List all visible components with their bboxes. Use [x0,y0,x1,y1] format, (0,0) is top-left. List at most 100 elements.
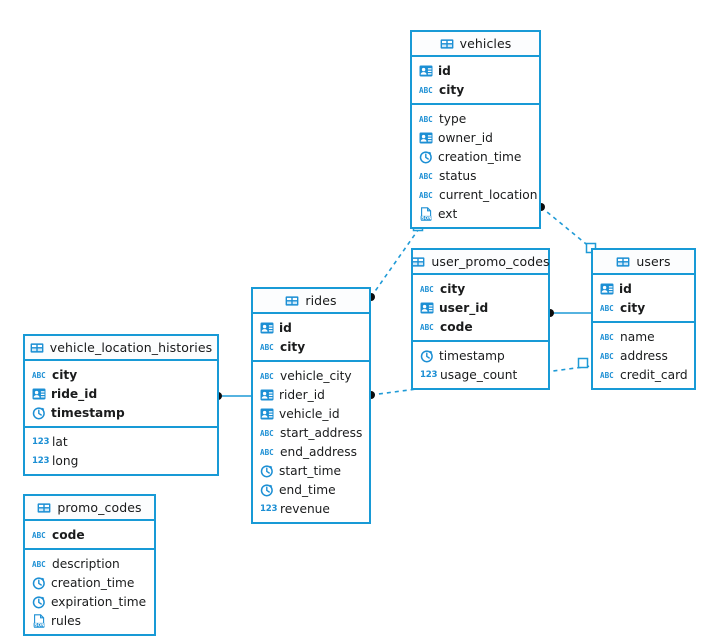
json-file-icon: JSON [32,613,46,628]
field-row[interactable]: expiration_time [25,592,154,611]
field-row[interactable]: rider_id [253,385,369,404]
table-title: user_promo_codes [431,254,550,269]
svg-text:JSON: JSON [32,622,45,627]
abc-string-icon: ABC [260,428,274,438]
field-row[interactable]: id [412,61,539,80]
field-row[interactable]: id [593,279,694,298]
relationship-target-square [577,357,589,369]
field-row[interactable]: ABC start_address [253,423,369,442]
field-name: id [438,63,451,78]
id-card-icon [419,64,433,78]
table-header-promo_codes[interactable]: promo_codes [25,496,154,521]
field-row[interactable]: owner_id [412,128,539,147]
field-name: end_address [280,444,357,459]
field-row[interactable]: timestamp [413,346,548,365]
field-row[interactable]: creation_time [25,573,154,592]
id-card-icon [32,387,46,401]
table-header-users[interactable]: users [593,250,694,275]
field-name: status [439,168,477,183]
field-row[interactable]: end_time [253,480,369,499]
field-name: long [52,453,79,468]
json-file-icon: JSON [419,206,433,221]
abc-string-icon: ABC [419,85,433,95]
table-header-rides[interactable]: rides [253,289,369,314]
abc-string-icon: ABC [419,190,433,200]
abc-string-icon: ABC [260,447,274,457]
field-name: user_id [439,300,489,315]
svg-text:JSON: JSON [419,215,432,220]
table-title: rides [305,293,337,308]
id-card-icon [600,282,614,296]
field-name: rider_id [279,387,325,402]
abc-string-icon: ABC [32,559,46,569]
field-name: address [620,348,668,363]
123-number-icon: 123 [420,369,438,380]
field-name: owner_id [438,130,493,145]
field-row[interactable]: user_id [413,298,548,317]
field-row[interactable]: id [253,318,369,337]
abc-string-icon: ABC [420,284,434,294]
table-header-vehicles[interactable]: vehicles [412,32,539,57]
field-row[interactable]: ABC end_address [253,442,369,461]
field-row[interactable]: creation_time [412,147,539,166]
field-name: credit_card [620,367,688,382]
table-header-vehicle_location_histories[interactable]: vehicle_location_histories [25,336,217,361]
field-name: name [620,329,655,344]
field-row[interactable]: timestamp [25,403,217,422]
abc-string-icon: ABC [419,171,433,181]
field-name: usage_count [440,367,518,382]
field-name: city [52,367,78,382]
field-row[interactable]: vehicle_id [253,404,369,423]
clock-icon [260,464,274,478]
clock-icon [260,483,274,497]
field-row[interactable]: ABC status [412,166,539,185]
abc-string-icon: ABC [260,371,274,381]
field-row[interactable]: start_time [253,461,369,480]
rel-vehicle-location-histories-rides [214,392,251,400]
field-row[interactable]: ride_id [25,384,217,403]
field-name: revenue [280,501,330,516]
field-row[interactable]: ABC city [593,298,694,317]
field-name: timestamp [51,405,125,420]
table-header-user_promo_codes[interactable]: user_promo_codes [411,250,550,275]
abc-string-icon: ABC [600,303,614,313]
table-grid-icon [285,294,299,308]
field-name: id [619,281,632,296]
field-name: vehicle_id [279,406,340,421]
field-name: city [620,300,646,315]
field-name: ride_id [51,386,98,401]
field-name: start_address [280,425,363,440]
